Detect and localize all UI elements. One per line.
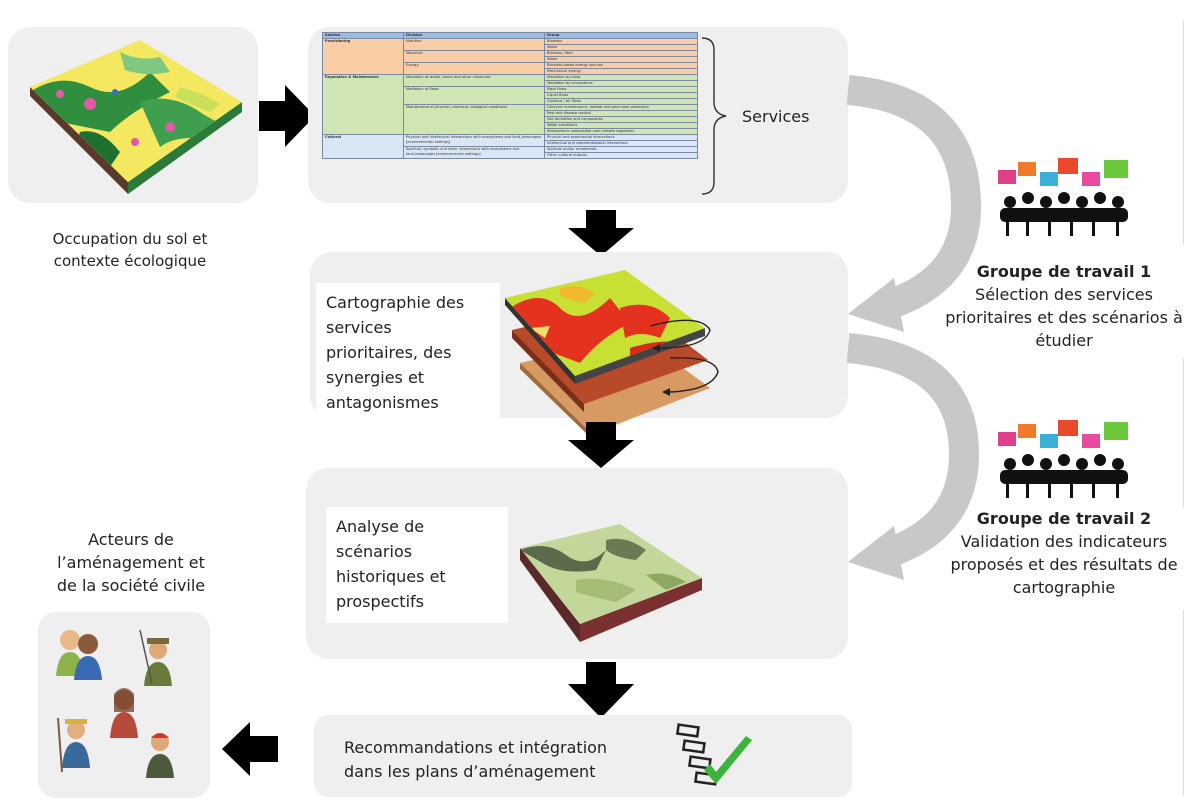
layered-service-maps-image bbox=[505, 270, 719, 439]
mapping-text-box bbox=[316, 283, 500, 419]
group2-title: Groupe de travail 2 bbox=[976, 509, 1152, 528]
scenarios-text-line: scénarios bbox=[336, 542, 413, 561]
edge-divider bbox=[1183, 610, 1184, 795]
edge-divider bbox=[1183, 20, 1184, 245]
table-division-cell: Nutrition bbox=[403, 38, 545, 51]
table-row: Cultural Physical and intellectual inter… bbox=[322, 134, 698, 159]
land-use-caption-line1: Occupation du sol et bbox=[52, 230, 208, 248]
table-division-cell: Physical and intellectual interactions w… bbox=[403, 134, 545, 147]
meeting-group-icon bbox=[998, 158, 1128, 236]
mapping-text-line: prioritaires, des bbox=[326, 343, 452, 362]
mapping-text: Cartographie des services prioritaires, … bbox=[326, 290, 464, 415]
actors-caption-line: de la société civile bbox=[56, 576, 206, 595]
table-division-cell: Spiritual, symbolic and other interactio… bbox=[403, 146, 545, 159]
scenarios-text-line: historiques et bbox=[336, 567, 446, 586]
group2-line: proposés et des résultats de bbox=[950, 555, 1178, 574]
down-arrow-icon bbox=[568, 210, 634, 256]
checklist-icon bbox=[675, 723, 752, 786]
services-label: Services bbox=[742, 107, 810, 126]
table-group-cell: Other cultural outputs bbox=[544, 152, 698, 159]
curved-arrow-group2-icon bbox=[846, 333, 980, 580]
edge-divider bbox=[1183, 358, 1184, 508]
recommendations-text: Recommandations et intégration dans les … bbox=[344, 736, 607, 784]
group1-text: Groupe de travail 1 Sélection des servic… bbox=[934, 260, 1194, 352]
scenarios-text-line: prospectifs bbox=[336, 592, 424, 611]
recommendations-text-line: dans les plans d’aménagement bbox=[344, 762, 596, 781]
group1-line: Sélection des services bbox=[975, 285, 1153, 304]
curved-arrow-group1-icon bbox=[846, 75, 982, 332]
curly-brace-icon bbox=[701, 37, 727, 195]
land-use-caption-line2: contexte écologique bbox=[53, 252, 207, 270]
group1-line: prioritaires et des scénarios à bbox=[945, 308, 1183, 327]
table-row: Provisioning Nutrition Biomass bbox=[322, 38, 698, 75]
table-division-cell: Maintenance of physical, chemical, biolo… bbox=[403, 104, 545, 135]
group1-line: étudier bbox=[1035, 331, 1093, 350]
mapping-text-line: Cartographie des bbox=[326, 293, 465, 312]
mapping-text-line: services bbox=[326, 318, 392, 337]
down-arrow-icon bbox=[568, 662, 634, 718]
table-division-cell: Mediation of waste, toxics and other nui… bbox=[403, 74, 545, 87]
mapping-text-line: antagonismes bbox=[326, 393, 439, 412]
right-arrow-icon bbox=[259, 85, 315, 147]
group2-line: cartographie bbox=[1012, 578, 1116, 597]
scenarios-text-line: Analyse de bbox=[336, 517, 425, 536]
land-use-map-image bbox=[30, 40, 242, 194]
table-section-cell: Cultural bbox=[322, 134, 404, 159]
mapping-text-line: synergies et bbox=[326, 368, 425, 387]
group2-text: Groupe de travail 2 Validation des indic… bbox=[934, 507, 1194, 599]
group1-title: Groupe de travail 1 bbox=[976, 262, 1152, 281]
table-division-cell: Mediation of flows bbox=[403, 86, 545, 105]
table-division-cell: Energy bbox=[403, 62, 545, 75]
table-section-cell: Regulation & Maintenance bbox=[322, 74, 404, 135]
actors-caption-line: Acteurs de bbox=[88, 530, 174, 549]
meeting-group-icon bbox=[998, 420, 1128, 498]
scenario-map-image bbox=[520, 524, 702, 642]
table-row: Maintenance of physical, chemical, biolo… bbox=[322, 104, 698, 135]
services-classification-table: Section Division Group Provisioning Nutr… bbox=[322, 32, 698, 159]
actors-caption-line: l’aménagement et bbox=[57, 553, 205, 572]
recommendations-text-line: Recommandations et intégration bbox=[344, 738, 608, 757]
scenarios-text-box bbox=[326, 507, 508, 623]
recommendations-panel bbox=[314, 715, 852, 797]
table-section-cell: Provisioning bbox=[322, 38, 404, 75]
scenarios-text: Analyse de scénarios historiques et pros… bbox=[336, 514, 446, 614]
land-use-caption: Occupation du sol et contexte écologique bbox=[20, 228, 240, 272]
actors-caption: Acteurs de l’aménagement et de la sociét… bbox=[36, 528, 226, 597]
table-division-cell: Materials bbox=[403, 50, 545, 63]
group2-line: Validation des indicateurs bbox=[960, 532, 1168, 551]
down-arrow-icon bbox=[568, 422, 634, 468]
stakeholders-icon bbox=[56, 629, 174, 778]
left-arrow-icon bbox=[222, 722, 278, 776]
